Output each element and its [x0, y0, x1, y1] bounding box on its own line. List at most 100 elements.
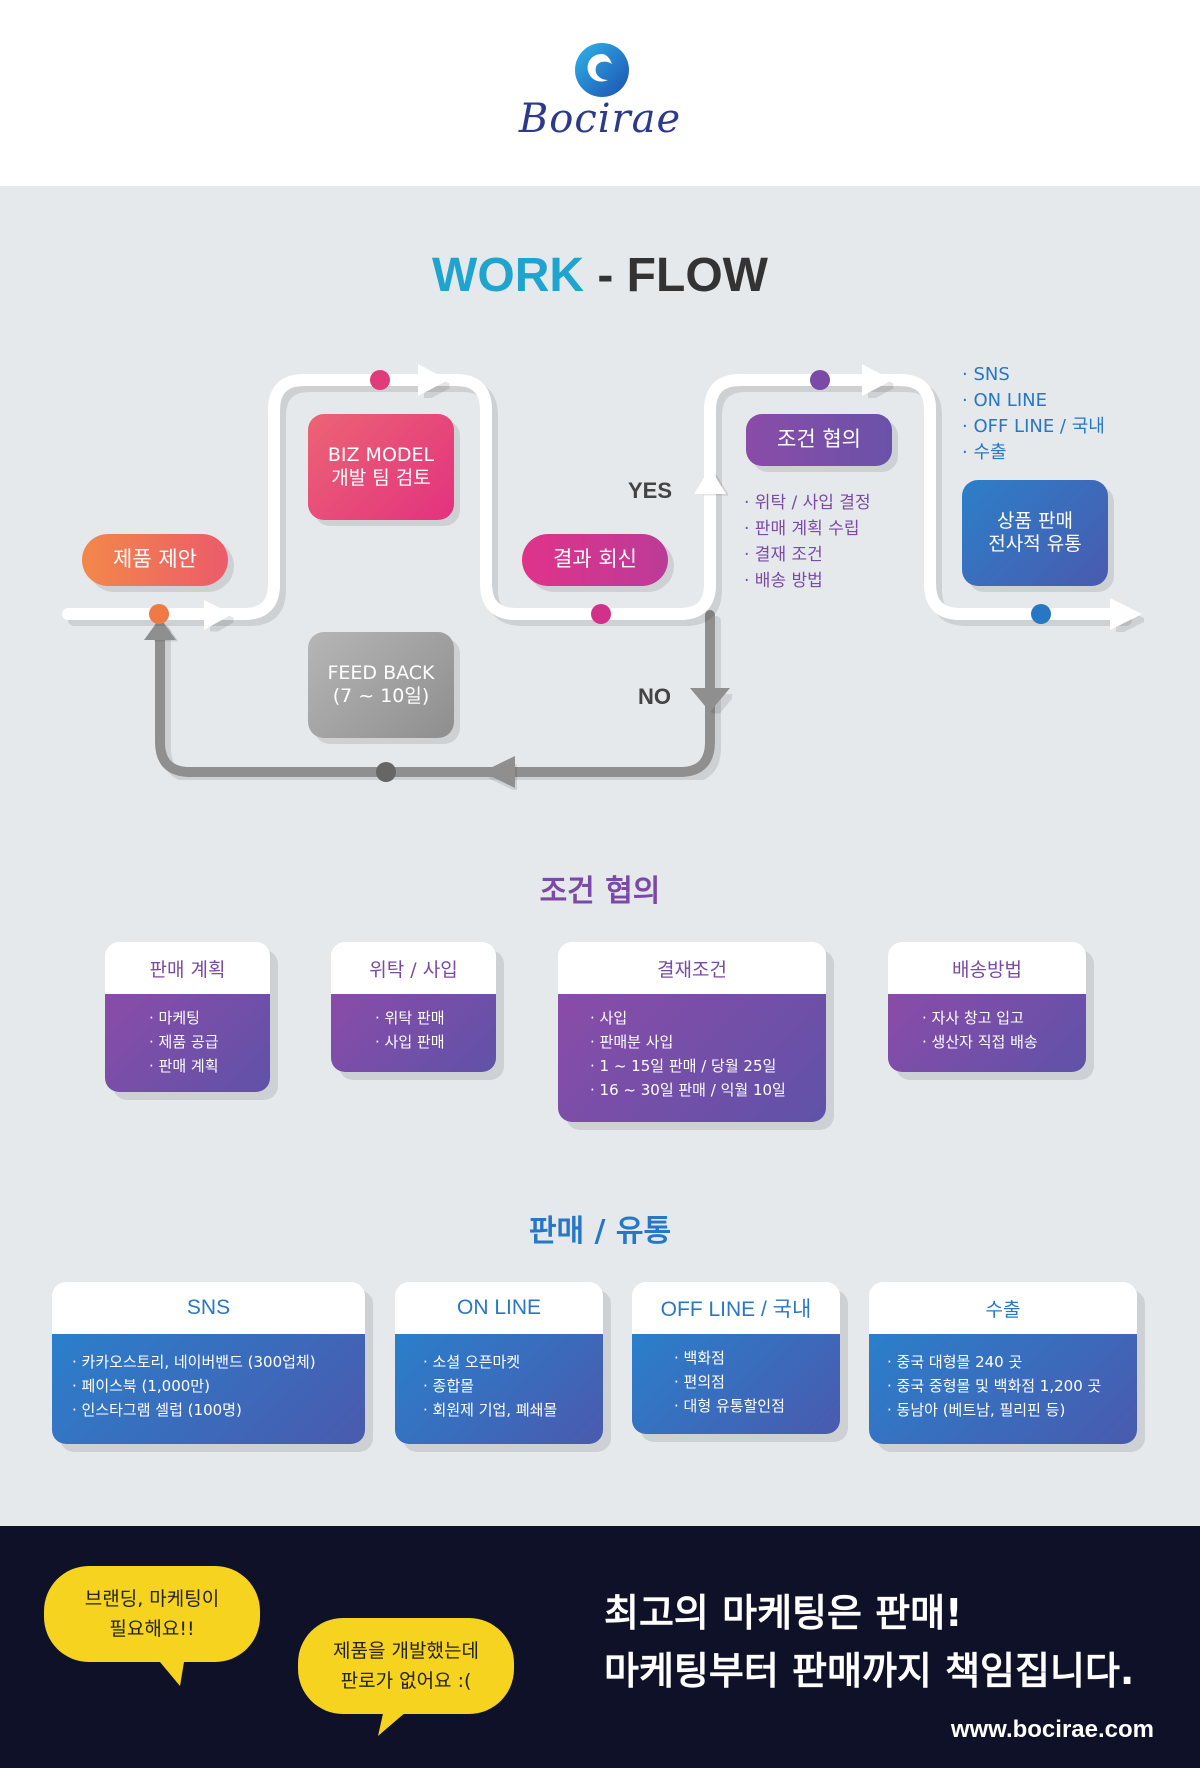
yes-label: YES — [628, 478, 673, 503]
condition-card: 판매 계획 · 마케팅 · 제품 공급 · 판매 계획 — [105, 942, 270, 1092]
distribution-card-body: · 카카오스토리, 네이버밴드 (300업체) · 페이스북 (1,000만) … — [52, 1334, 365, 1444]
distribution-item: · 대형 유통할인점 — [674, 1397, 785, 1415]
node-feedback-line1: FEED BACK — [327, 662, 435, 685]
flow-dot — [149, 604, 169, 624]
no-arrow-icon — [690, 688, 730, 712]
condition-card-title: 판매 계획 — [105, 942, 270, 994]
distribution-card: 수출 · 중국 대형몰 240 곳 · 중국 중형몰 및 백화점 1,200 곳… — [869, 1282, 1137, 1444]
node-biz-model-line1: BIZ MODEL — [327, 444, 435, 467]
node-product-sale: 상품 판매 전사적 유통 — [962, 480, 1108, 586]
condition-bullet: · 결재 조건 — [744, 545, 823, 565]
channel-bullet: · ON LINE — [962, 390, 1047, 411]
distribution-item: · 종합몰 — [423, 1377, 474, 1395]
node-result-reply-label: 결과 회신 — [553, 547, 637, 572]
distribution-card-body: · 소셜 오픈마켓 · 종합몰 · 회원제 기업, 폐쇄몰 — [395, 1334, 603, 1444]
condition-item: · 자사 창고 입고 — [922, 1009, 1024, 1027]
distribution-card-title: ON LINE — [395, 1282, 603, 1334]
node-product-sale-line1: 상품 판매 — [997, 510, 1073, 533]
node-feedback-line2: (7 ~ 10일) — [332, 685, 430, 707]
node-product-proposal-label: 제품 제안 — [113, 547, 197, 572]
condition-bullet: · 판매 계획 수립 — [744, 519, 860, 539]
condition-card-title: 위탁 / 사입 — [331, 942, 496, 994]
condition-item: · 1 ~ 15일 판매 / 당월 25일 — [590, 1057, 777, 1075]
flow-dot — [376, 762, 396, 782]
node-biz-model: BIZ MODEL 개발 팀 검토 — [308, 414, 454, 520]
distribution-card: SNS · 카카오스토리, 네이버밴드 (300업체) · 페이스북 (1,00… — [52, 1282, 365, 1444]
distribution-card-title: OFF LINE / 국내 — [632, 1282, 840, 1334]
feedback-arrow-icon — [482, 756, 515, 788]
node-feedback: FEED BACK (7 ~ 10일) — [308, 632, 454, 738]
condition-item: · 위탁 판매 — [375, 1009, 445, 1027]
node-product-sale-line2: 전사적 유통 — [988, 533, 1082, 555]
conditions-title: 조건 협의 — [539, 874, 661, 909]
flow-arrow-icon — [862, 364, 892, 396]
no-label: NO — [638, 684, 671, 709]
distribution-item: · 중국 중형몰 및 백화점 1,200 곳 — [887, 1377, 1102, 1395]
brand-name: Bocirae — [518, 96, 682, 142]
flow-dot — [591, 604, 611, 624]
workflow-title-part2: - FLOW — [584, 249, 768, 302]
website-link[interactable]: www.bocirae.com — [950, 1716, 1154, 1743]
workflow-diagram — [62, 364, 1142, 788]
node-condition-label: 조건 협의 — [777, 427, 861, 452]
condition-card-body: · 사입 · 판매분 사입 · 1 ~ 15일 판매 / 당월 25일 · 16… — [558, 994, 826, 1122]
flow-arrow-icon — [418, 364, 448, 396]
channel-bullets: · SNS · ON LINE · OFF LINE / 국내 · 수출 — [962, 362, 1105, 466]
condition-card-body: · 위탁 판매 · 사입 판매 — [331, 994, 496, 1072]
condition-bullet: · 위탁 / 사입 결정 — [744, 493, 871, 513]
condition-item: · 제품 공급 — [149, 1033, 219, 1051]
distribution-item: · 중국 대형몰 240 곳 — [887, 1353, 1023, 1371]
flow-arrow-icon — [204, 600, 232, 630]
channel-bullet: · SNS — [962, 364, 1010, 385]
condition-item: · 사입 — [590, 1009, 628, 1027]
feedback-loop-line — [155, 610, 715, 777]
distribution-item: · 회원제 기업, 폐쇄몰 — [423, 1401, 558, 1419]
distribution-card-body: · 백화점 · 편의점 · 대형 유통할인점 — [632, 1334, 840, 1434]
speech-bubble-line: 제품을 개발했는데 — [333, 1640, 479, 1662]
condition-card-title: 결재조건 — [558, 942, 826, 994]
flow-dot — [810, 370, 830, 390]
condition-bullets: · 위탁 / 사입 결정 · 판매 계획 수립 · 결재 조건 · 배송 방법 — [744, 490, 871, 594]
distribution-item: · 소셜 오픈마켓 — [423, 1353, 521, 1371]
footer-headline-1: 최고의 마케팅은 판매! — [604, 1591, 963, 1635]
condition-item: · 판매분 사입 — [590, 1033, 674, 1051]
distribution-item: · 편의점 — [674, 1373, 725, 1391]
condition-card: 배송방법 · 자사 창고 입고 · 생산자 직접 배송 — [888, 942, 1086, 1072]
speech-bubble-sales: 제품을 개발했는데 판로가 없어요 :( — [298, 1618, 514, 1714]
condition-card-body: · 마케팅 · 제품 공급 · 판매 계획 — [105, 994, 270, 1092]
distribution-card-body: · 중국 대형몰 240 곳 · 중국 중형몰 및 백화점 1,200 곳 · … — [869, 1334, 1137, 1444]
distribution-item: · 백화점 — [674, 1349, 725, 1367]
flow-dot — [1031, 604, 1051, 624]
flow-dot — [370, 370, 390, 390]
workflow-title-part1: WORK — [432, 249, 585, 302]
distribution-card: ON LINE · 소셜 오픈마켓 · 종합몰 · 회원제 기업, 폐쇄몰 — [395, 1282, 603, 1444]
condition-card-title: 배송방법 — [888, 942, 1086, 994]
condition-item: · 판매 계획 — [149, 1057, 219, 1075]
distribution-item: · 인스타그램 셀럽 (100명) — [72, 1401, 242, 1419]
end-arrow-icon — [1110, 598, 1142, 630]
node-product-proposal: 제품 제안 — [82, 534, 228, 586]
condition-item: · 16 ~ 30일 판매 / 익월 10일 — [590, 1081, 786, 1099]
distribution-card-title: SNS — [52, 1282, 365, 1334]
footer-headline-2: 마케팅부터 판매까지 책임집니다. — [604, 1649, 1135, 1693]
workflow-title: WORK - FLOW — [0, 248, 1200, 303]
distribution-item: · 페이스북 (1,000만) — [72, 1377, 210, 1395]
channel-bullet: · 수출 — [962, 442, 1007, 463]
condition-item: · 생산자 직접 배송 — [922, 1033, 1038, 1051]
condition-bullet: · 배송 방법 — [744, 571, 823, 591]
speech-bubble-line: 브랜딩, 마케팅이 — [84, 1588, 220, 1610]
condition-item: · 사입 판매 — [375, 1033, 445, 1051]
distribution-item: · 동남아 (베트남, 필리핀 등) — [887, 1401, 1066, 1419]
node-biz-model-line2: 개발 팀 검토 — [331, 467, 431, 489]
condition-item: · 마케팅 — [149, 1009, 200, 1027]
speech-bubble-line: 판로가 없어요 :( — [340, 1670, 472, 1692]
bocirae-logo-icon — [575, 43, 629, 97]
return-arrow-icon — [144, 618, 176, 640]
distribution-item: · 카카오스토리, 네이버밴드 (300업체) — [72, 1353, 316, 1371]
speech-bubble-branding: 브랜딩, 마케팅이 필요해요!! — [44, 1566, 260, 1662]
distribution-card-title: 수출 — [869, 1282, 1137, 1334]
condition-card: 위탁 / 사입 · 위탁 판매 · 사입 판매 — [331, 942, 496, 1072]
yes-arrow-icon — [694, 468, 726, 494]
node-result-reply: 결과 회신 — [522, 534, 668, 586]
